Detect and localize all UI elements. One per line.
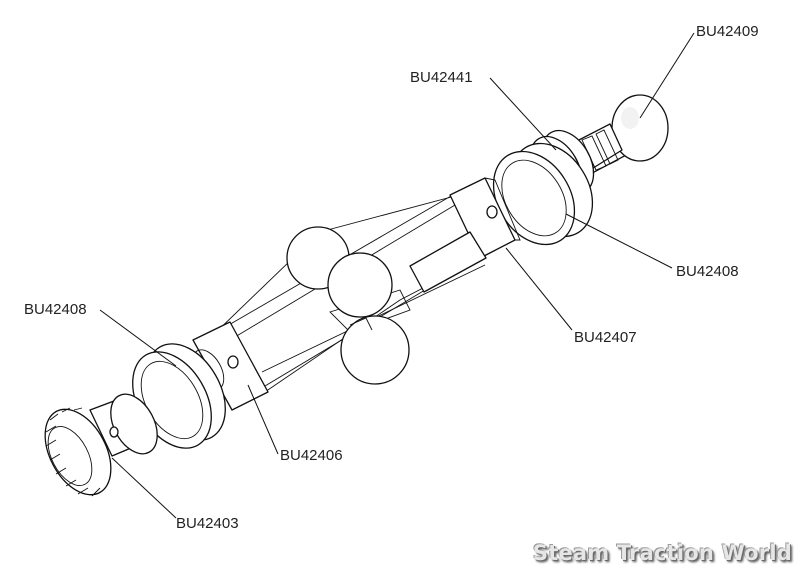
label-ball-top: BU42409: [696, 23, 759, 40]
label-bevel-gear: BU42403: [176, 515, 239, 532]
governor-balls: [286, 226, 410, 385]
label-cage-right: BU42407: [574, 329, 637, 346]
label-ring-left: BU42408: [24, 301, 87, 318]
leader-nut: [489, 77, 557, 151]
cage-body: [191, 177, 521, 411]
leader-cage-left: [247, 384, 279, 455]
ring-right-part: [492, 142, 594, 246]
leader-ring-right: [565, 213, 673, 269]
part-labels: BU42409 BU42441 BU42408 BU42407 BU42408 …: [24, 23, 759, 532]
watermark: Steam Traction World: [532, 541, 792, 565]
leader-bevel-gear: [111, 457, 177, 519]
leader-ring-left: [99, 309, 177, 367]
leader-lines: [99, 32, 695, 519]
label-nut: BU42441: [410, 69, 473, 86]
leader-ball-top: [639, 32, 695, 119]
label-ring-right: BU42408: [676, 263, 739, 280]
bevel-gear-part: [44, 393, 158, 497]
leader-cage-right: [505, 247, 573, 331]
label-cage-left: BU42406: [280, 447, 343, 464]
